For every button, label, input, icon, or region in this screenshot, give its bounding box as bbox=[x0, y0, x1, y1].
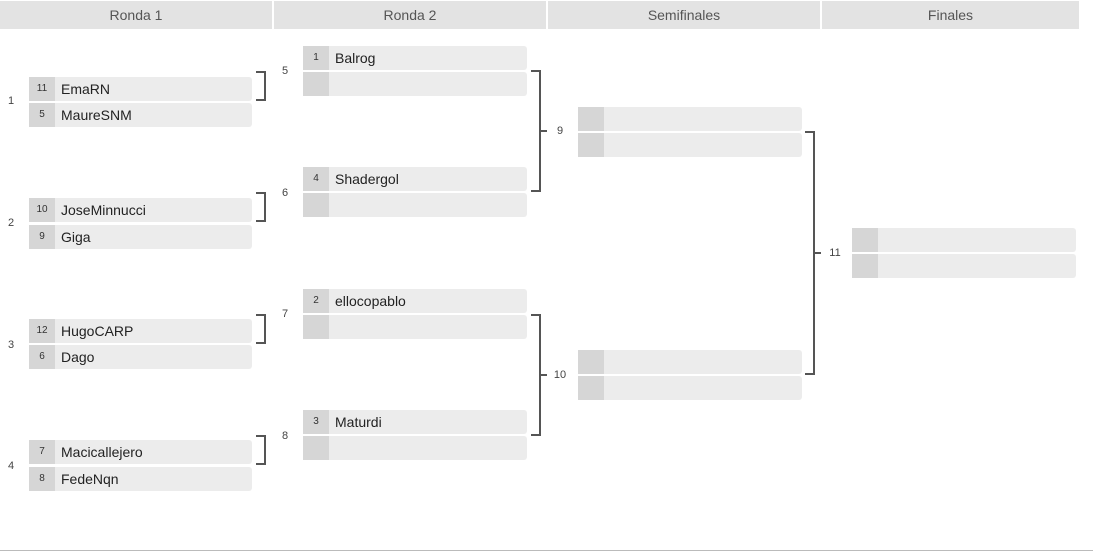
bracket-connector-stub bbox=[814, 252, 821, 254]
match-number: 3 bbox=[7, 339, 15, 351]
bracket-connector bbox=[256, 314, 266, 344]
team-seed bbox=[578, 133, 604, 157]
team-seed bbox=[578, 376, 604, 400]
team-seed: 5 bbox=[29, 103, 55, 127]
team-name: Dago bbox=[61, 349, 95, 365]
bracket-connector bbox=[256, 71, 266, 101]
match-number: 5 bbox=[281, 65, 289, 77]
match-number: 9 bbox=[556, 125, 564, 137]
team-slot[interactable]: 4 Shadergol bbox=[303, 167, 527, 191]
team-seed: 9 bbox=[29, 225, 55, 249]
team-slot[interactable] bbox=[303, 315, 527, 339]
round-header-semifinals: Semifinales bbox=[548, 1, 820, 29]
team-slot[interactable]: 11 EmaRN bbox=[29, 77, 252, 101]
team-name: Macicallejero bbox=[61, 444, 143, 460]
team-seed: 6 bbox=[29, 345, 55, 369]
match-number: 4 bbox=[7, 460, 15, 472]
round-header-2: Ronda 2 bbox=[274, 1, 546, 29]
team-name: Maturdi bbox=[335, 414, 382, 430]
team-slot[interactable] bbox=[578, 107, 802, 131]
team-name: FedeNqn bbox=[61, 471, 119, 487]
team-slot[interactable]: 2 ellocopablo bbox=[303, 289, 527, 313]
team-seed: 1 bbox=[303, 46, 329, 70]
team-seed bbox=[578, 350, 604, 374]
team-slot[interactable] bbox=[578, 376, 802, 400]
team-name: EmaRN bbox=[61, 81, 111, 97]
team-seed: 8 bbox=[29, 467, 55, 491]
team-slot[interactable] bbox=[852, 254, 1076, 278]
team-seed: 2 bbox=[303, 289, 329, 313]
team-seed: 4 bbox=[303, 167, 329, 191]
team-name: Balrog bbox=[335, 50, 376, 66]
match-number: 2 bbox=[7, 217, 15, 229]
team-name: Shadergol bbox=[335, 171, 399, 187]
match-number: 1 bbox=[7, 95, 15, 107]
team-slot[interactable] bbox=[578, 350, 802, 374]
team-slot[interactable]: 10 JoseMinnucci bbox=[29, 198, 252, 222]
match-number: 10 bbox=[553, 369, 567, 381]
team-name: ellocopablo bbox=[335, 293, 406, 309]
round-header-finals: Finales bbox=[822, 1, 1079, 29]
team-seed bbox=[852, 228, 878, 252]
team-seed bbox=[303, 193, 329, 217]
match-number: 8 bbox=[281, 430, 289, 442]
team-slot[interactable]: 12 HugoCARP bbox=[29, 319, 252, 343]
bottom-divider bbox=[0, 550, 1093, 551]
team-slot[interactable] bbox=[852, 228, 1076, 252]
bracket-connector-stub bbox=[540, 130, 547, 132]
team-seed bbox=[578, 107, 604, 131]
team-slot[interactable]: 5 MaureSNM bbox=[29, 103, 252, 127]
bracket-connector bbox=[256, 435, 266, 465]
team-seed: 7 bbox=[29, 440, 55, 464]
team-name: JoseMinnucci bbox=[61, 202, 146, 218]
team-slot[interactable] bbox=[303, 72, 527, 96]
match-number: 11 bbox=[829, 247, 841, 259]
team-name: HugoCARP bbox=[61, 323, 134, 339]
team-name: Giga bbox=[61, 229, 91, 245]
team-slot[interactable]: 8 FedeNqn bbox=[29, 467, 252, 491]
round-header-1: Ronda 1 bbox=[0, 1, 272, 29]
team-seed: 10 bbox=[29, 198, 55, 222]
match-number: 7 bbox=[281, 308, 289, 320]
team-slot[interactable]: 9 Giga bbox=[29, 225, 252, 249]
team-seed: 3 bbox=[303, 410, 329, 434]
team-slot[interactable]: 6 Dago bbox=[29, 345, 252, 369]
team-slot[interactable] bbox=[578, 133, 802, 157]
team-slot[interactable] bbox=[303, 193, 527, 217]
team-slot[interactable]: 3 Maturdi bbox=[303, 410, 527, 434]
team-slot[interactable] bbox=[303, 436, 527, 460]
team-seed bbox=[303, 72, 329, 96]
team-seed: 11 bbox=[29, 77, 55, 101]
bracket-connector bbox=[256, 192, 266, 222]
team-slot[interactable]: 1 Balrog bbox=[303, 46, 527, 70]
team-seed bbox=[303, 315, 329, 339]
team-slot[interactable]: 7 Macicallejero bbox=[29, 440, 252, 464]
team-seed bbox=[303, 436, 329, 460]
team-name: MaureSNM bbox=[61, 107, 132, 123]
team-seed: 12 bbox=[29, 319, 55, 343]
team-seed bbox=[852, 254, 878, 278]
match-number: 6 bbox=[281, 187, 289, 199]
bracket-connector-stub bbox=[540, 374, 547, 376]
